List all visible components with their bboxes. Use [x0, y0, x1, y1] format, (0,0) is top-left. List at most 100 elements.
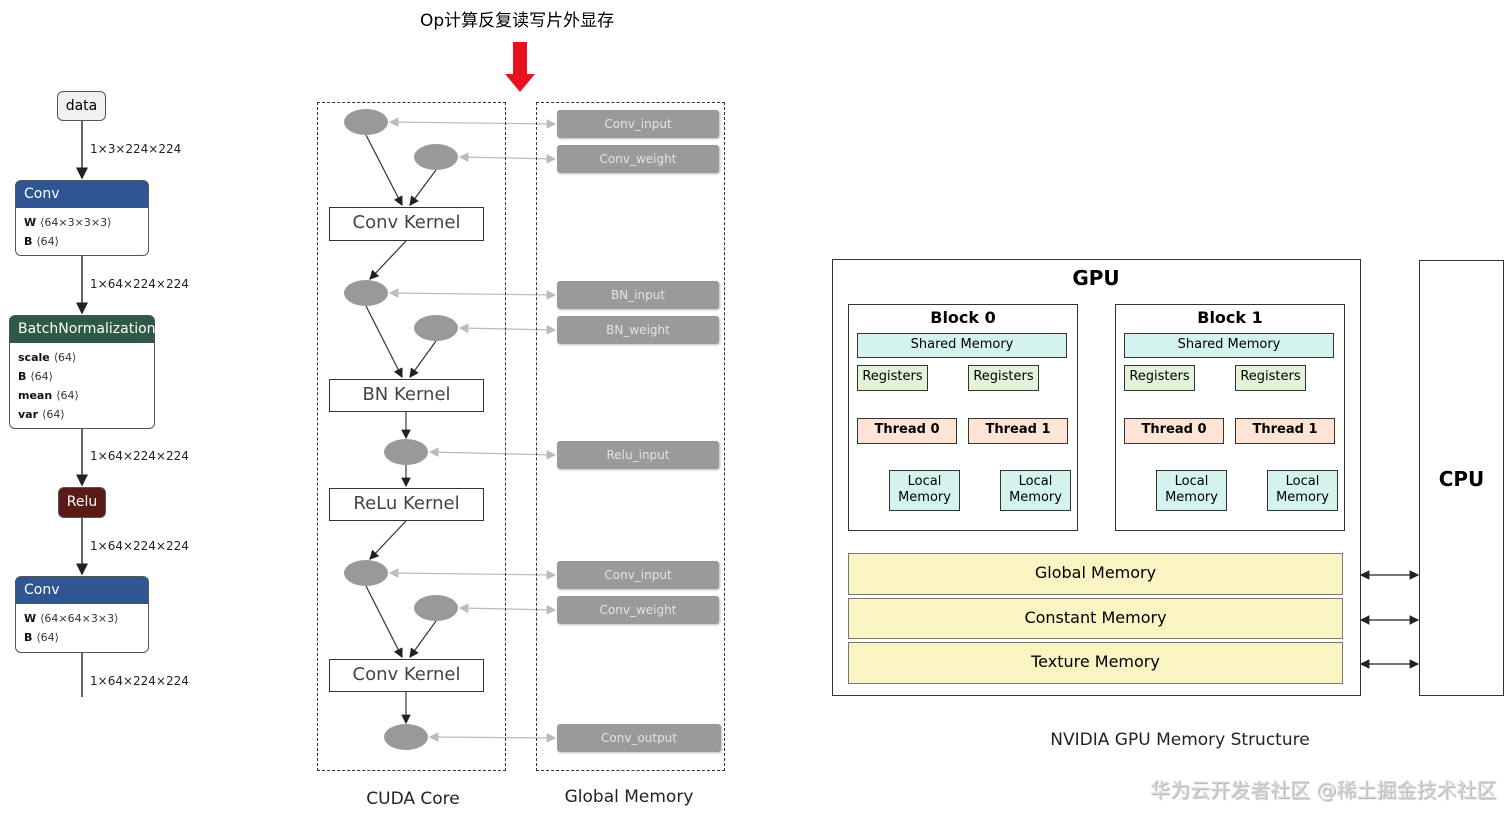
shared-memory: Shared Memory [1124, 333, 1334, 358]
dataflow-arrow [369, 520, 407, 560]
tensor-node [384, 439, 428, 465]
node-attr: W⟨64×64×3×3⟩ [16, 609, 148, 628]
tensor-node [414, 315, 458, 341]
tensor-node [344, 280, 388, 306]
global-memory-item: Conv_weight [557, 145, 719, 173]
attr-value: ⟨64⟩ [53, 351, 77, 364]
attr-key: B [24, 235, 33, 248]
attr-value: ⟨64⟩ [42, 408, 65, 421]
global-memory-item: Conv_weight [557, 596, 719, 624]
local-memory: Local Memory [889, 470, 960, 511]
shared-memory: Shared Memory [857, 333, 1067, 358]
constant-memory: Constant Memory [848, 598, 1343, 639]
memory-access-arrow [428, 447, 557, 460]
block-title: Block 0 [930, 308, 996, 327]
red-arrow-icon [505, 42, 535, 92]
thread: Thread 0 [1124, 418, 1224, 444]
edge-label: 1×3×224×224 [90, 142, 182, 156]
memory-access-arrow [458, 323, 557, 335]
cuda-core-label: CUDA Core [366, 789, 460, 809]
data-node[interactable]: data [57, 91, 106, 121]
global-memory-item: BN_input [557, 281, 719, 309]
tensor-node [344, 560, 388, 586]
memory-access-arrow [428, 732, 557, 743]
node-attr: B⟨64⟩ [10, 367, 154, 386]
memory-access-arrow [458, 603, 557, 615]
registers: Registers [968, 365, 1039, 391]
tensor-node [344, 109, 388, 135]
registers: Registers [1124, 365, 1195, 391]
global-memory-region [536, 102, 725, 771]
block-title: Block 1 [1197, 308, 1263, 327]
node-attr: B⟨64⟩ [16, 628, 148, 647]
thread: Thread 1 [1235, 418, 1335, 444]
attr-key: B [24, 631, 33, 644]
local-memory: Local Memory [1156, 470, 1227, 511]
memory-access-arrow [458, 152, 557, 164]
node-attr: var⟨64⟩ [10, 405, 154, 424]
dataflow-arrow [365, 585, 403, 659]
conv-node-2[interactable]: Conv W⟨64×64×3×3⟩ B⟨64⟩ [15, 576, 149, 653]
global-memory-item: Relu_input [557, 441, 719, 469]
memory-access-arrow [388, 117, 557, 129]
attr-key: var [18, 408, 39, 421]
attr-key: W [24, 612, 37, 625]
attr-value: ⟨64×64×3×3⟩ [40, 612, 119, 625]
dataflow-arrow [365, 305, 403, 379]
node-title: Conv [16, 577, 148, 604]
attr-value: ⟨64×3×3×3⟩ [40, 216, 112, 229]
attr-value: ⟨64⟩ [36, 235, 59, 248]
dataflow-arrow [409, 169, 437, 206]
diagram-title: Op计算反复读写片外显存 [420, 11, 615, 31]
batchnorm-node[interactable]: BatchNormalization scale⟨64⟩ B⟨64⟩ mean⟨… [9, 315, 156, 429]
relu-node[interactable]: Relu [58, 487, 106, 518]
thread: Thread 1 [968, 418, 1068, 444]
bn-kernel: BN Kernel [329, 379, 484, 412]
registers: Registers [1235, 365, 1306, 391]
relu-kernel: ReLu Kernel [329, 488, 484, 521]
conv-kernel: Conv Kernel [329, 207, 484, 241]
gpu-caption: NVIDIA GPU Memory Structure [1050, 730, 1310, 750]
dataflow-arrow [365, 134, 403, 207]
attr-key: scale [18, 351, 50, 364]
global-memory-item: Conv_input [557, 561, 719, 589]
thread: Thread 0 [857, 418, 957, 444]
texture-memory: Texture Memory [848, 642, 1343, 684]
tensor-node [414, 144, 458, 170]
attr-value: ⟨64⟩ [30, 370, 53, 383]
node-attr: mean⟨64⟩ [10, 386, 154, 405]
gpu-title: GPU [1072, 266, 1120, 290]
edge-label: 1×64×224×224 [90, 674, 189, 688]
cpu-box: CPU [1419, 260, 1504, 696]
edge-label: 1×64×224×224 [90, 449, 189, 463]
global-memory-item: BN_weight [557, 316, 719, 344]
global-memory-label: Global Memory [564, 787, 694, 807]
node-attr: B⟨64⟩ [16, 232, 148, 251]
attr-value: ⟨64⟩ [36, 631, 59, 644]
attr-value: ⟨64⟩ [56, 389, 79, 402]
global-memory: Global Memory [848, 553, 1343, 595]
memory-access-arrow [388, 288, 557, 300]
registers: Registers [857, 365, 928, 391]
local-memory: Local Memory [1000, 470, 1071, 511]
attr-key: B [18, 370, 27, 383]
memory-access-arrow [388, 568, 557, 580]
global-memory-item: Conv_output [557, 724, 721, 752]
dataflow-arrow [409, 340, 437, 378]
tensor-node [384, 724, 428, 750]
conv-kernel: Conv Kernel [329, 659, 484, 692]
edge-label: 1×64×224×224 [90, 539, 189, 553]
global-memory-item: Conv_input [557, 110, 719, 138]
node-attr: W⟨64×3×3×3⟩ [16, 213, 148, 232]
edge-label: 1×64×224×224 [90, 277, 189, 291]
dataflow-arrow [369, 240, 407, 280]
cuda-core-region [317, 102, 506, 771]
local-memory: Local Memory [1267, 470, 1338, 511]
attr-key: mean [18, 389, 53, 402]
attr-key: W [24, 216, 37, 229]
node-attr: scale⟨64⟩ [10, 348, 154, 367]
node-title: Conv [16, 181, 148, 208]
conv-node-1[interactable]: Conv W⟨64×3×3×3⟩ B⟨64⟩ [15, 180, 149, 256]
watermark: 华为云开发者社区 @稀土掘金技术社区 [1150, 778, 1497, 802]
node-title: BatchNormalization [10, 316, 156, 343]
